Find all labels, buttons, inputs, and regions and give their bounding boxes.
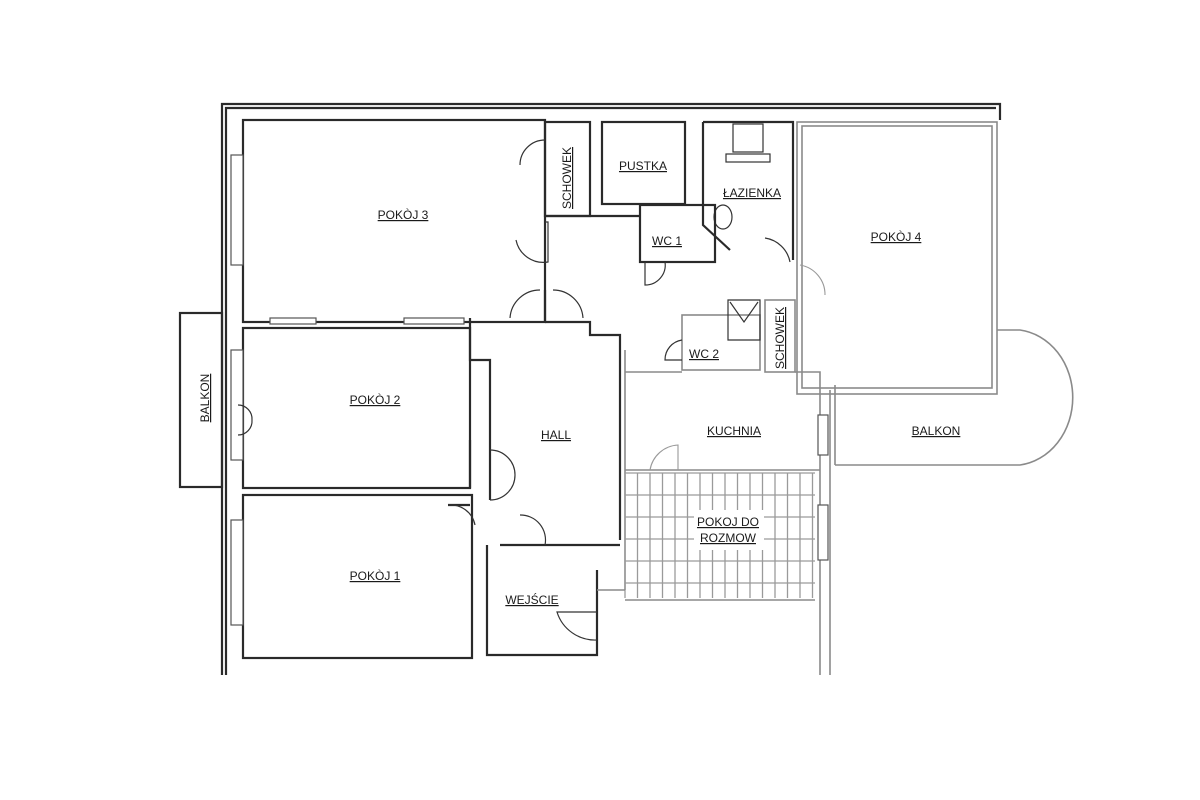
label-pustka: PUSTKA	[619, 159, 667, 173]
label-pokoj-2: POKÒJ 2	[350, 392, 401, 407]
room-wc-2	[681, 314, 761, 371]
window	[817, 414, 829, 456]
floor-tiles	[624, 472, 815, 598]
label-pokoj-1: POKÒJ 1	[350, 568, 401, 583]
room-wc-1	[638, 203, 717, 264]
label-hall: HALL	[541, 428, 571, 442]
room-lazienka	[701, 120, 795, 260]
bathtub-icon	[727, 299, 761, 341]
door-swing	[799, 264, 826, 296]
room-kuchnia	[624, 350, 821, 675]
door-swing	[664, 339, 683, 361]
door-swing	[649, 444, 679, 471]
label-kuchnia: KUCHNIA	[707, 424, 761, 438]
door-swing	[556, 611, 598, 641]
label-pokoj-4: POKÒJ 4	[871, 229, 922, 244]
window	[817, 504, 829, 561]
window	[230, 154, 244, 266]
room-hall	[448, 318, 620, 547]
label-balkon-right: BALKON	[912, 424, 961, 438]
outer-wall-lower	[597, 390, 831, 675]
corridor-wall	[543, 214, 640, 540]
balcony-door	[237, 404, 253, 436]
door-swing	[515, 139, 549, 263]
toilet-icon	[713, 204, 733, 230]
label-pokoj-do-rozmow-2: ROZMOW	[700, 531, 757, 545]
window	[403, 317, 465, 325]
door-swing	[644, 261, 666, 286]
door-swing	[447, 449, 547, 546]
label-balkon-left: BALKON	[198, 374, 212, 423]
window	[230, 519, 244, 626]
door-swing	[509, 289, 584, 319]
window	[230, 349, 244, 461]
room-pokoj-4	[796, 121, 998, 395]
balcony-right	[834, 329, 1074, 466]
balcony-left	[178, 311, 224, 489]
label-pokoj-do-rozmow-1: POKOJ DO	[697, 515, 759, 529]
label-pokoj-3: POKÒJ 3	[378, 207, 429, 222]
label-lazienka: ŁAZIENKA	[723, 186, 781, 200]
label-wejscie: WEJŚCIE	[505, 592, 558, 607]
label-wc-1: WC 1	[652, 234, 682, 248]
room-pokoj-2	[241, 326, 472, 490]
label-wc-2: WC 2	[689, 347, 719, 361]
label-schowek-1: SCHOWEK	[560, 147, 574, 209]
shower-icon	[732, 123, 764, 153]
label-backdrop	[694, 510, 764, 550]
window	[269, 317, 317, 325]
room-schowek-2	[764, 299, 796, 373]
room-pokoj-4-inner	[801, 125, 993, 389]
door-swing	[764, 237, 791, 263]
sink-icon	[725, 153, 771, 163]
label-schowek-2: SCHOWEK	[773, 307, 787, 369]
